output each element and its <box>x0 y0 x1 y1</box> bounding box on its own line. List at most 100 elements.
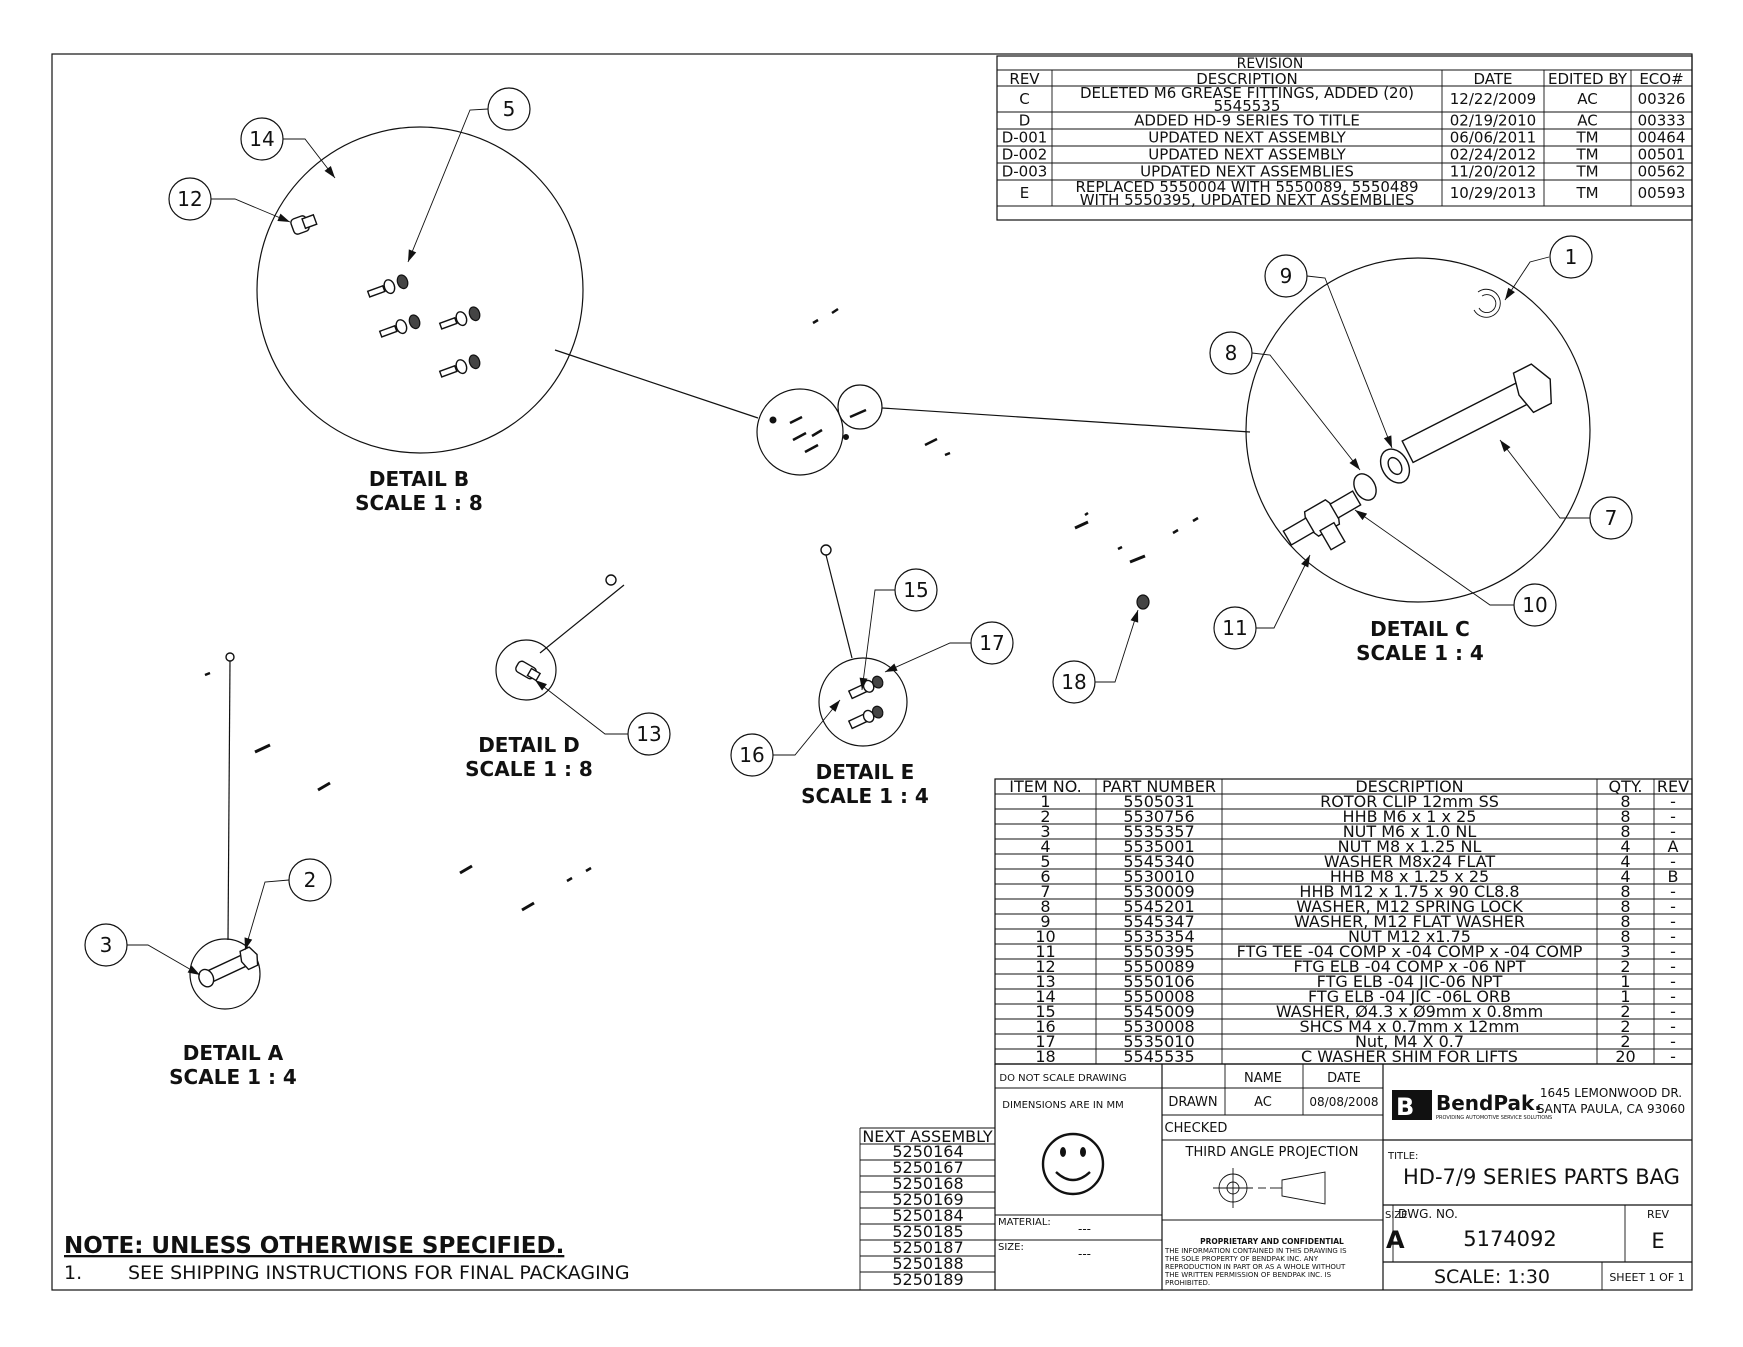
balloon-item-8: 8 <box>1209 331 1361 471</box>
next-assembly-item: 5250184 <box>892 1206 963 1225</box>
next-assembly-item: 5250164 <box>892 1142 963 1161</box>
revision-description: UPDATED NEXT ASSEMBLY <box>1148 146 1346 164</box>
bom-description: HHB M8 x 1.25 x 25 <box>1330 867 1489 886</box>
next-assembly-item: 5250187 <box>892 1238 963 1257</box>
bom-rev: - <box>1670 792 1676 811</box>
company-logo-text: BendPak. <box>1436 1091 1542 1115</box>
revision-title: REVISION <box>1237 56 1304 72</box>
balloon-item-18: 18 <box>1052 609 1139 704</box>
balloon-number: 5 <box>503 97 516 121</box>
size-value-left: --- <box>1078 1247 1091 1261</box>
bom-item-no: 2 <box>1040 807 1050 826</box>
bom-description: FTG TEE -04 COMP x -04 COMP x -04 COMP <box>1237 942 1583 961</box>
revision-date: 11/20/2012 <box>1450 163 1536 181</box>
bom-rev: - <box>1670 987 1676 1006</box>
notes: NOTE: UNLESS OTHERWISE SPECIFIED. 1. SEE… <box>64 1233 630 1284</box>
balloon-item-15: 15 <box>859 568 938 691</box>
detail-a-title: DETAIL A <box>183 1041 284 1065</box>
detail-e-parts <box>847 675 884 730</box>
bom-item-no: 16 <box>1035 1017 1055 1036</box>
next-assembly-item: 5250169 <box>892 1190 963 1209</box>
overview-small-parts <box>204 307 1199 912</box>
bom-item-no: 10 <box>1035 927 1055 946</box>
notes-heading: NOTE: UNLESS OTHERWISE SPECIFIED. <box>64 1233 564 1259</box>
bom-part-number: 5535354 <box>1123 927 1194 946</box>
bom-part-number: 5535357 <box>1123 822 1194 841</box>
bom-row: 11 5550395 FTG TEE -04 COMP x -04 COMP x -… <box>1035 942 1676 961</box>
revision-eco: 00333 <box>1638 112 1686 130</box>
balloon-number: 10 <box>1522 593 1547 617</box>
bendpak-logo: B BendPak. PROVIDING AUTOMOTIVE SERVICE … <box>1392 1090 1552 1121</box>
bom-qty: 1 <box>1620 987 1630 1006</box>
bom-part-number: 5545201 <box>1123 897 1194 916</box>
dwg-no-value: 5174092 <box>1463 1227 1557 1251</box>
next-assembly-item: 5250188 <box>892 1254 963 1273</box>
detail-b-scale: SCALE 1 : 8 <box>355 491 483 515</box>
scale-value: SCALE: 1:30 <box>1434 1266 1550 1288</box>
bom-item-no: 6 <box>1040 867 1050 886</box>
detail-b-parts <box>290 213 481 378</box>
balloon-number: 2 <box>304 868 317 892</box>
next-assembly-item: 5250185 <box>892 1222 963 1241</box>
bom-rev: A <box>1668 837 1679 856</box>
revision-description: DELETED M6 GREASE FITTINGS, ADDED (20) <box>1080 84 1414 102</box>
revision-rev: D-002 <box>1002 146 1048 164</box>
next-assembly-header: NEXT ASSEMBLY <box>862 1127 993 1146</box>
next-assembly-item: 5250167 <box>892 1158 963 1177</box>
balloon-item-17: 17 <box>884 621 1014 673</box>
size-label-left: SIZE: <box>998 1242 1024 1253</box>
bom-item-no: 14 <box>1035 987 1055 1006</box>
overview-circle-right <box>837 384 883 430</box>
bom-rev: - <box>1670 1032 1676 1051</box>
overview-circle-left <box>756 388 844 476</box>
bom-rev: - <box>1670 882 1676 901</box>
detail-c-circle <box>1245 257 1591 603</box>
balloon-number: 17 <box>979 631 1004 655</box>
bom-rev: - <box>1670 972 1676 991</box>
bom-rev: B <box>1668 867 1679 886</box>
bom-item-no: 1 <box>1040 792 1050 811</box>
bom-rev: - <box>1670 912 1676 931</box>
bom-qty: 8 <box>1620 807 1630 826</box>
drawn-date: 08/08/2008 <box>1309 1095 1378 1109</box>
bom-item-no: 13 <box>1035 972 1055 991</box>
bom-item-no: 3 <box>1040 822 1050 841</box>
bom-rev: - <box>1670 852 1676 871</box>
balloon-item-1: 1 <box>1504 235 1593 301</box>
rev-header: REV <box>1009 70 1040 88</box>
material-value: --- <box>1078 1222 1091 1236</box>
bom-item-no: 17 <box>1035 1032 1055 1051</box>
bom-qty: 8 <box>1620 882 1630 901</box>
bom-qty: 8 <box>1620 897 1630 916</box>
bom-part-number: 5550395 <box>1123 942 1194 961</box>
proprietary-line: THE SOLE PROPERTY OF BENDPAK INC. ANY <box>1164 1255 1319 1263</box>
bom-qty: 8 <box>1620 927 1630 946</box>
proprietary-line: THE WRITTEN PERMISSION OF BENDPAK INC. I… <box>1164 1271 1332 1279</box>
balloon-number: 13 <box>636 722 661 746</box>
sheet-value: SHEET 1 OF 1 <box>1609 1271 1684 1284</box>
bom-item-no: 11 <box>1035 942 1055 961</box>
balloon-item-11: 11 <box>1213 554 1311 650</box>
bom-description: NUT M6 x 1.0 NL <box>1343 822 1477 841</box>
revision-description-cont: WITH 5550395, UPDATED NEXT ASSEMBLIES <box>1080 191 1415 209</box>
bom-rev: - <box>1670 1002 1676 1021</box>
revision-rev: D <box>1019 112 1031 130</box>
bom-description: FTG ELB -04 JIC -06L ORB <box>1308 987 1511 1006</box>
revision-eco: 00464 <box>1638 129 1686 147</box>
revision-date: 10/29/2013 <box>1450 184 1536 202</box>
size-label: SIZE <box>1385 1210 1407 1221</box>
bom-description: WASHER, M12 SPRING LOCK <box>1296 897 1523 916</box>
